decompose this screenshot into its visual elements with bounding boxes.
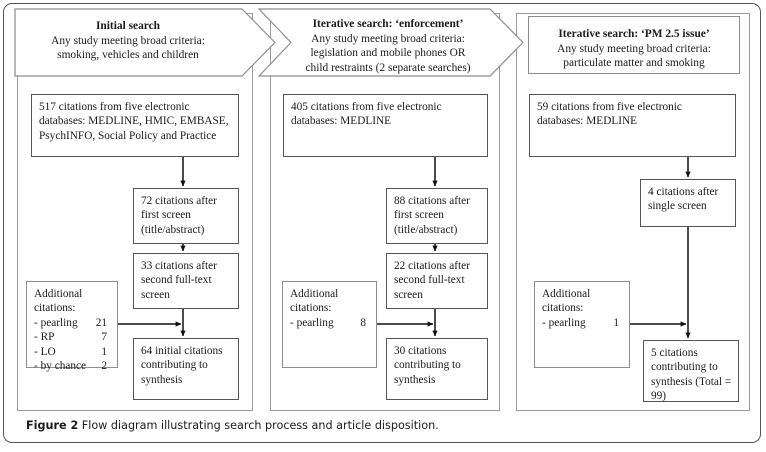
list-item: - by chance 2 bbox=[34, 359, 111, 373]
final-box-enforcement: 30 citations contributing to synthesis bbox=[386, 338, 488, 400]
additional-title-line-2: citations: bbox=[290, 302, 332, 315]
item-label: - LO bbox=[34, 345, 56, 358]
source-box-initial: 517 citations from five electronic datab… bbox=[31, 94, 239, 157]
additional-citations-box-pm25: Additional citations: - pearling 1 bbox=[534, 281, 630, 368]
header-line-1: Any study meeting broad criteria: bbox=[557, 42, 711, 55]
item-value: 21 bbox=[95, 316, 107, 329]
additional-citations-box-enforcement: Additional citations: - pearling 8 bbox=[282, 281, 377, 368]
list-item: - pearling 21 bbox=[34, 316, 111, 330]
list-item: - RP 7 bbox=[34, 330, 111, 344]
additional-title-line-1: Additional bbox=[542, 288, 591, 300]
additional-citations-list: - pearling 1 bbox=[542, 316, 623, 330]
item-label: - RP bbox=[34, 331, 55, 344]
additional-title-line-1: Additional bbox=[34, 288, 83, 300]
caption-lead: Figure 2 bbox=[26, 419, 79, 432]
item-label: - pearling bbox=[34, 316, 78, 329]
list-item: - pearling 1 bbox=[542, 316, 623, 330]
additional-citations-box-initial: Additional citations: - pearling 21 - RP… bbox=[26, 281, 118, 372]
header-iterative-enforcement: Iterative search: ‘enforcement’ Any stud… bbox=[257, 8, 524, 77]
item-value: 8 bbox=[360, 316, 366, 329]
header-title: Initial search bbox=[95, 20, 161, 32]
header-chevron-shape-icon bbox=[257, 8, 524, 77]
header-title: Iterative search: ‘PM 2.5 issue’ bbox=[558, 28, 710, 40]
final-box-pm25: 5 citations contributing to synthesis (T… bbox=[643, 340, 739, 402]
additional-title-line-2: citations: bbox=[542, 302, 584, 315]
additional-citations-list: - pearling 8 bbox=[290, 316, 370, 330]
item-value: 1 bbox=[613, 316, 619, 329]
additional-title-line-2: citations: bbox=[34, 302, 76, 315]
list-item: - pearling 8 bbox=[290, 316, 370, 330]
header-line-3: child restraints (2 separate searches) bbox=[305, 61, 471, 74]
header-line-1: Any study meeting broad criteria: bbox=[51, 34, 205, 47]
list-item: - LO 1 bbox=[34, 345, 111, 359]
item-value: 2 bbox=[101, 360, 107, 373]
source-box-enforcement: 405 citations from five electronic datab… bbox=[283, 94, 488, 157]
second-screen-box-initial: 33 citations after second full-text scre… bbox=[133, 253, 239, 309]
item-label: - by chance bbox=[34, 360, 87, 373]
header-title: Iterative search: ‘enforcement’ bbox=[312, 18, 464, 30]
header-initial-search: Initial search Any study meeting broad c… bbox=[14, 8, 276, 77]
item-value: 1 bbox=[101, 345, 107, 358]
item-label: - pearling bbox=[290, 316, 334, 329]
first-screen-box-pm25: 4 citations after single screen bbox=[640, 179, 736, 227]
item-label: - pearling bbox=[542, 316, 586, 329]
header-arrow-shape-icon bbox=[14, 8, 276, 77]
header-line-1: Any study meeting broad criteria: bbox=[311, 32, 465, 45]
header-line-2: particulate matter and smoking bbox=[563, 57, 705, 70]
source-box-pm25: 59 citations from five electronic databa… bbox=[529, 94, 736, 157]
additional-citations-list: - pearling 21 - RP 7 - LO 1 - by chance … bbox=[34, 316, 111, 374]
header-line-2: smoking, vehicles and children bbox=[57, 49, 199, 62]
figure-caption: Figure 2 Flow diagram illustrating searc… bbox=[26, 419, 726, 432]
header-iterative-pm25: Iterative search: ‘PM 2.5 issue’ Any stu… bbox=[528, 16, 740, 74]
first-screen-box-initial: 72 citations after first screen (title/a… bbox=[133, 188, 239, 244]
header-line-2: legislation and mobile phones OR bbox=[310, 47, 466, 60]
additional-title-line-1: Additional bbox=[290, 288, 339, 300]
second-screen-box-enforcement: 22 citations after second full-text scre… bbox=[386, 253, 488, 309]
figure-frame: Initial search Any study meeting broad c… bbox=[3, 3, 761, 443]
first-screen-box-enforcement: 88 citations after first screen (title/a… bbox=[386, 188, 488, 244]
caption-text: Flow diagram illustrating search process… bbox=[81, 419, 439, 432]
final-box-initial: 64 initial citations contributing to syn… bbox=[133, 338, 239, 400]
item-value: 7 bbox=[101, 331, 107, 344]
